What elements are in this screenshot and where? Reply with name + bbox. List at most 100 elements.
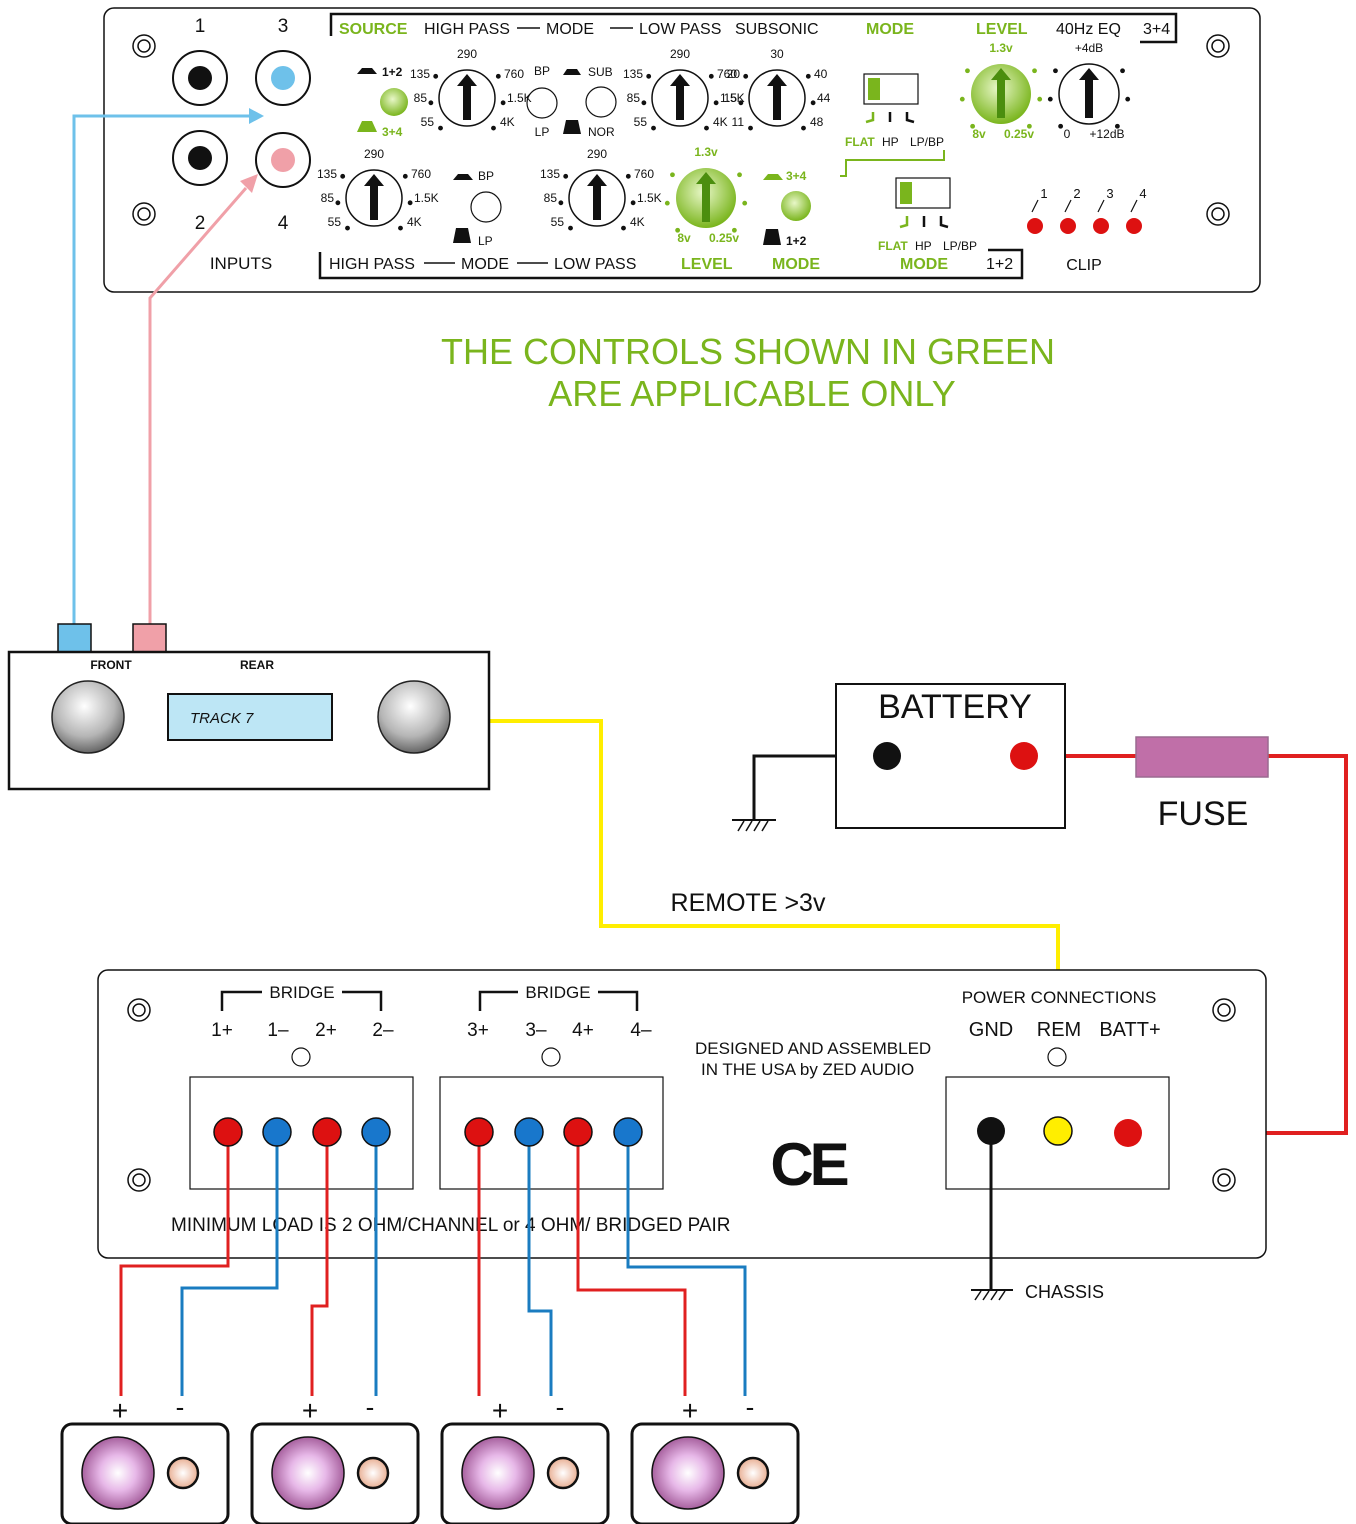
knob-tick-label: 48 bbox=[810, 115, 824, 129]
knob-tick-dot bbox=[1120, 68, 1125, 74]
knob-tick-label: 4K bbox=[713, 115, 728, 129]
bp-lp-switch[interactable]: BP LP bbox=[526, 64, 558, 139]
note-line-2: ARE APPLICABLE ONLY bbox=[548, 373, 956, 414]
clip-label: CLIP bbox=[1066, 257, 1102, 274]
source-switch[interactable]: 1+2 3+4 bbox=[357, 65, 408, 139]
rem-terminal[interactable] bbox=[1043, 1116, 1073, 1146]
header-channel-12: 1+2 bbox=[986, 256, 1013, 273]
high-pass-knob-34[interactable] bbox=[428, 69, 506, 131]
clip-number: 1 bbox=[1040, 186, 1047, 201]
clip-led: 3 bbox=[1093, 186, 1114, 234]
speaker-terminal-1-pos[interactable] bbox=[213, 1117, 243, 1147]
eq-40hz-knob[interactable] bbox=[1047, 63, 1131, 129]
clip-number: 4 bbox=[1139, 186, 1146, 201]
speaker-terminal-4-neg[interactable] bbox=[613, 1117, 643, 1147]
knob-tick-label: 290 bbox=[670, 47, 690, 61]
knob-tick-label: 135 bbox=[540, 167, 560, 181]
rear-rca-output[interactable] bbox=[132, 623, 167, 653]
woofer bbox=[651, 1436, 725, 1510]
header-mode-12c: MODE bbox=[900, 256, 948, 273]
battery-negative-terminal[interactable] bbox=[873, 742, 901, 770]
knob-tick-dot bbox=[743, 73, 749, 79]
input-number: 3 bbox=[278, 16, 289, 37]
rca-input-1[interactable] bbox=[172, 50, 228, 106]
knob-tick-dot bbox=[959, 96, 965, 102]
fuse: FUSE bbox=[1135, 736, 1269, 833]
knob-tick-label: 135 bbox=[410, 67, 430, 81]
terminal-label: 2+ bbox=[315, 1020, 337, 1041]
knob-tick-dot bbox=[738, 100, 744, 106]
terminal-label: 4– bbox=[630, 1020, 652, 1041]
rca-input-2[interactable] bbox=[172, 130, 228, 186]
mode-slide-switch-12[interactable]: FLAT HP LP/BP bbox=[878, 177, 977, 253]
knob-tick-label: 4K bbox=[630, 215, 645, 229]
terminal-label: 4+ bbox=[572, 1020, 594, 1041]
rca-input-3[interactable] bbox=[255, 50, 311, 106]
tweeter bbox=[166, 1456, 200, 1490]
panel-screw bbox=[1212, 998, 1236, 1022]
knob-tick-label: 85 bbox=[321, 191, 335, 205]
header-level: LEVEL bbox=[976, 21, 1028, 38]
speaker-terminal-3-pos[interactable] bbox=[464, 1117, 494, 1147]
knob-tick-label: 290 bbox=[364, 147, 384, 161]
woofer bbox=[461, 1436, 535, 1510]
level-knob-12[interactable] bbox=[664, 168, 748, 233]
tune-knob[interactable] bbox=[377, 680, 451, 754]
knob-tick-label: 4K bbox=[500, 115, 515, 129]
knob-tick-dot bbox=[675, 227, 681, 233]
battery-positive-terminal[interactable] bbox=[1010, 742, 1038, 770]
terminal-label: 3– bbox=[525, 1020, 547, 1041]
mode-switch-12[interactable]: 3+4 1+2 bbox=[763, 169, 811, 248]
knob-tick-label: 85 bbox=[414, 91, 428, 105]
knob-tick-label: 1.5K bbox=[507, 91, 532, 105]
panel-screw bbox=[127, 998, 151, 1022]
high-pass-knob-12[interactable] bbox=[335, 169, 413, 231]
speaker-terminal-1-neg[interactable] bbox=[262, 1117, 292, 1147]
speaker-terminal-3-neg[interactable] bbox=[514, 1117, 544, 1147]
speaker-terminal-4-pos[interactable] bbox=[563, 1117, 593, 1147]
speaker-minus-label: - bbox=[176, 1392, 185, 1422]
power-term-label: BATT+ bbox=[1099, 1019, 1160, 1041]
sub-nor-switch[interactable]: SUB NOR bbox=[563, 65, 617, 139]
speaker-terminal-2-neg[interactable] bbox=[361, 1117, 391, 1147]
clip-led: 2 bbox=[1060, 186, 1081, 234]
low-pass-knob-12[interactable] bbox=[558, 169, 636, 231]
tweeter bbox=[736, 1456, 770, 1490]
knob-tick-label: 760 bbox=[411, 167, 431, 181]
level-knob-34[interactable] bbox=[959, 64, 1043, 129]
knob-tick-label: 290 bbox=[587, 147, 607, 161]
display-text: TRACK 7 bbox=[190, 710, 254, 727]
knob-tick-dot bbox=[805, 73, 811, 79]
front-rca-output[interactable] bbox=[57, 623, 92, 653]
volume-knob[interactable] bbox=[51, 680, 125, 754]
knob-tick-dot bbox=[1026, 123, 1032, 129]
front-label: FRONT bbox=[90, 658, 132, 672]
low-pass-knob-34[interactable] bbox=[641, 69, 719, 131]
led-indicator bbox=[291, 1047, 311, 1067]
subsonic-knob[interactable] bbox=[738, 69, 816, 131]
head-unit: FRONT REAR TRACK 7 bbox=[7, 623, 491, 791]
batt-terminal[interactable] bbox=[1114, 1119, 1142, 1147]
knob-tick-label: 760 bbox=[717, 67, 737, 81]
switch-label-sub: SUB bbox=[588, 65, 613, 79]
knob-tick-dot bbox=[731, 227, 737, 233]
knob-tick-dot bbox=[748, 125, 753, 131]
knob-tick-label: 1.5K bbox=[414, 191, 439, 205]
header-low-pass-12: LOW PASS bbox=[554, 256, 636, 273]
knob-tick-dot bbox=[438, 125, 443, 131]
bp-lp-switch-12[interactable]: BP LP bbox=[453, 169, 502, 248]
led-indicator bbox=[541, 1047, 561, 1067]
knob-tick-dot bbox=[670, 172, 675, 178]
knob-tick-label: 135 bbox=[623, 67, 643, 81]
speaker-terminal-2-pos[interactable] bbox=[312, 1117, 342, 1147]
rca-input-4[interactable] bbox=[255, 132, 311, 188]
speaker-plus-label: + bbox=[492, 1395, 508, 1426]
clip-led: 1 bbox=[1027, 186, 1048, 234]
knob-tick-label: 0 bbox=[1064, 127, 1071, 141]
knob-tick-dot bbox=[970, 123, 976, 129]
mode-slide-switch-34[interactable]: FLAT HP LP/BP bbox=[845, 73, 944, 149]
knob-tick-dot bbox=[810, 100, 816, 106]
header-subsonic: SUBSONIC bbox=[735, 21, 819, 38]
display-screen bbox=[167, 693, 333, 741]
panel-screw bbox=[1206, 34, 1230, 58]
